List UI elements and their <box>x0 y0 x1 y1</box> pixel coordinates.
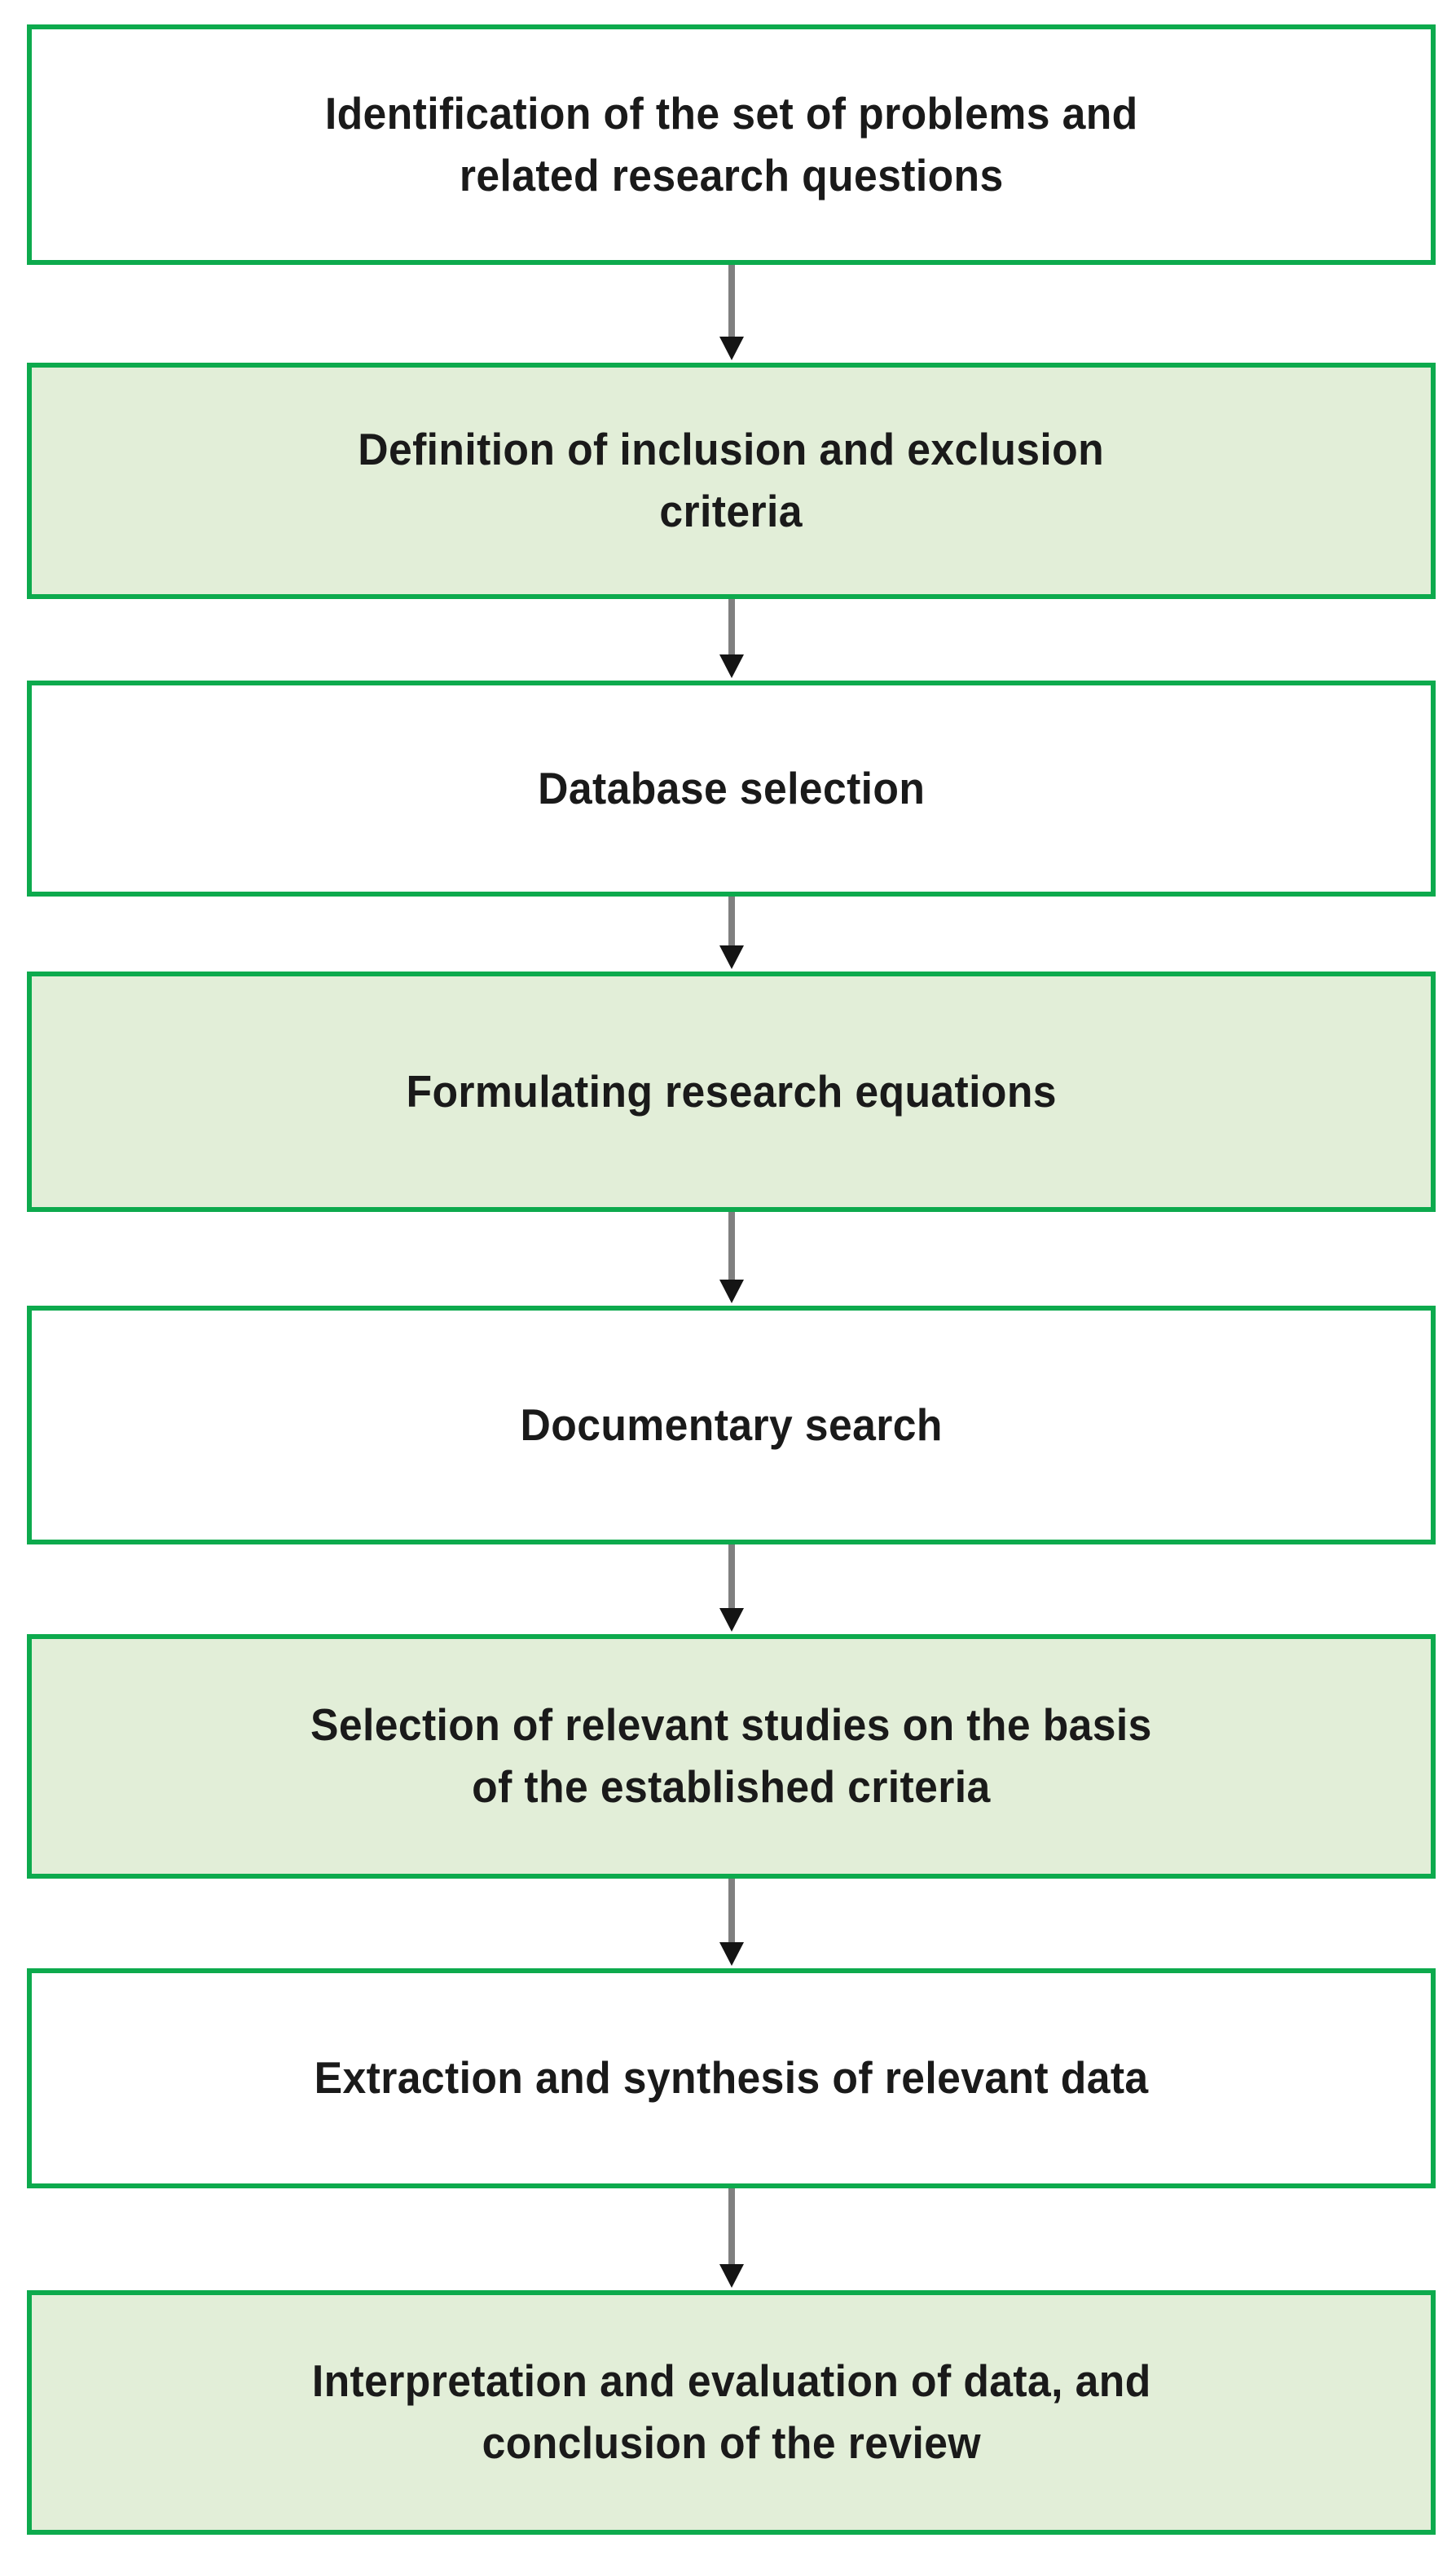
arrow-shaft-icon <box>728 1879 735 1945</box>
flow-node-step-4[interactable]: Formulating research equations <box>27 972 1436 1212</box>
connector-arrow-step-3-to-step-4 <box>0 897 1456 972</box>
flow-node-label-step-2: Definition of inclusion and exclusion cr… <box>358 424 1105 536</box>
arrow-head-down-icon <box>719 654 744 678</box>
arrow-shaft-icon <box>728 265 735 340</box>
connector-arrow-step-2-to-step-3 <box>0 599 1456 681</box>
flow-node-step-2[interactable]: Definition of inclusion and exclusion cr… <box>27 363 1436 599</box>
flow-node-step-8[interactable]: Interpretation and evaluation of data, a… <box>27 2290 1436 2535</box>
arrow-head-down-icon <box>719 1608 744 1632</box>
connector-arrow-step-4-to-step-5 <box>0 1212 1456 1306</box>
flow-node-label-step-6: Selection of relevant studies on the bas… <box>310 1699 1152 1812</box>
arrow-head-down-icon <box>719 1942 744 1966</box>
connector-arrow-step-7-to-step-8 <box>0 2188 1456 2290</box>
arrow-shaft-icon <box>728 2188 735 2267</box>
connector-arrow-step-5-to-step-6 <box>0 1544 1456 1634</box>
flow-node-step-5[interactable]: Documentary search <box>27 1306 1436 1544</box>
flow-node-step-7[interactable]: Extraction and synthesis of relevant dat… <box>27 1968 1436 2188</box>
connector-arrow-step-1-to-step-2 <box>0 265 1456 363</box>
flow-node-label-step-5: Documentary search <box>520 1399 943 1450</box>
connector-arrow-step-6-to-step-7 <box>0 1879 1456 1968</box>
arrow-head-down-icon <box>719 945 744 969</box>
flow-node-label-step-1: Identification of the set of problems an… <box>324 87 1138 200</box>
flow-node-label-step-7: Extraction and synthesis of relevant dat… <box>314 2052 1149 2104</box>
arrow-head-down-icon <box>719 1280 744 1303</box>
flow-node-step-6[interactable]: Selection of relevant studies on the bas… <box>27 1634 1436 1879</box>
flow-node-label-step-8: Interpretation and evaluation of data, a… <box>311 2355 1151 2468</box>
flow-node-label-step-3: Database selection <box>537 762 926 813</box>
flow-node-label-step-4: Formulating research equations <box>406 1065 1057 1117</box>
flow-node-step-1[interactable]: Identification of the set of problems an… <box>27 24 1436 265</box>
arrow-shaft-icon <box>728 1212 735 1283</box>
arrow-shaft-icon <box>728 897 735 949</box>
flow-node-step-3[interactable]: Database selection <box>27 681 1436 897</box>
arrow-head-down-icon <box>719 2264 744 2288</box>
arrow-shaft-icon <box>728 599 735 658</box>
arrow-head-down-icon <box>719 337 744 360</box>
arrow-shaft-icon <box>728 1544 735 1611</box>
